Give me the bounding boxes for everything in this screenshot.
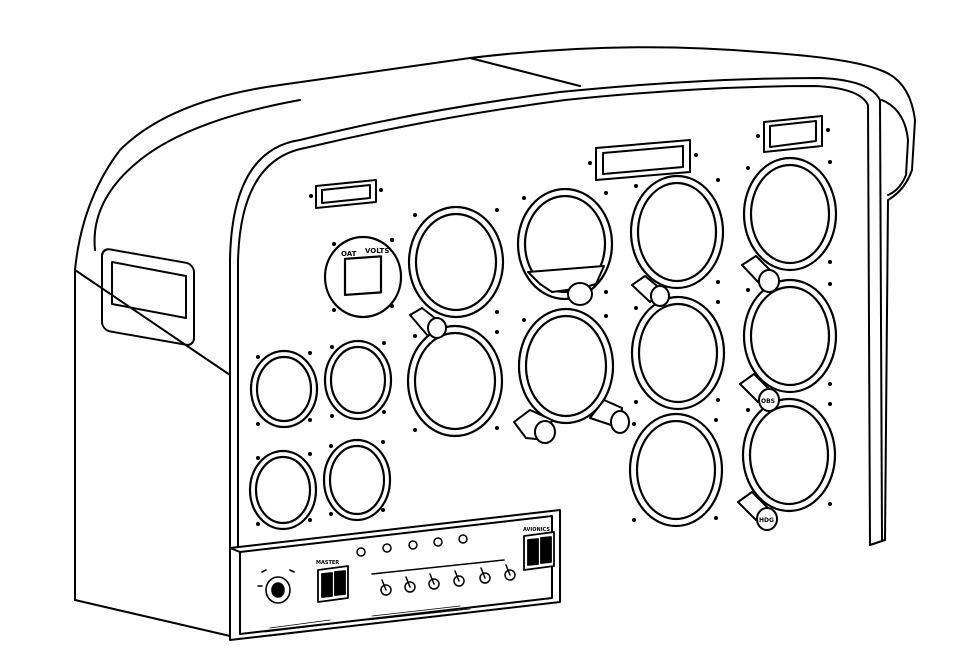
gauge-lower-mid — [628, 412, 724, 528]
gauge-right-top — [742, 156, 838, 272]
right-top-knob — [758, 269, 780, 293]
toggle-4 — [453, 570, 465, 587]
ignition-switch — [257, 569, 295, 604]
volts-label: VOLTS — [365, 247, 389, 255]
attitude-knob — [567, 282, 593, 306]
switch-panel — [229, 509, 561, 641]
knobs — [409, 255, 780, 531]
gauge-right-mid — [742, 278, 838, 394]
altimeter-knob — [650, 285, 670, 307]
hdg-label: HDG — [759, 517, 774, 524]
screws — [256, 128, 832, 526]
gauge-small-1 — [249, 349, 319, 429]
toggle-3 — [428, 573, 440, 590]
gauge-vsi — [630, 295, 726, 411]
gauge-right-low — [741, 397, 837, 513]
oat-label: OAT — [341, 250, 357, 258]
gauge-small-4 — [322, 438, 392, 522]
toggle-2 — [404, 576, 416, 593]
toggle-1 — [380, 579, 392, 596]
obs-knob — [758, 388, 780, 412]
legends: OAT VOLTS OBS HDG AVIONICS MASTER — [316, 247, 775, 566]
obs-label: OBS — [761, 398, 775, 405]
annunciator-windows — [315, 115, 823, 209]
master-switch — [317, 565, 349, 603]
avionics-label: AVIONICS — [523, 527, 550, 533]
side-vent — [101, 248, 195, 346]
gauge-oat-volts — [323, 235, 403, 319]
gauge-turn — [406, 324, 504, 438]
toggle-switches — [356, 534, 516, 596]
toggle-6 — [504, 564, 516, 581]
gauge-bezels — [248, 156, 838, 531]
master-label: MASTER — [316, 560, 339, 566]
gauge-small-3 — [248, 449, 318, 531]
gauge-airspeed — [407, 205, 505, 319]
gauge-small-2 — [323, 339, 393, 421]
heading-knob — [534, 420, 556, 444]
heading-right-knob — [610, 410, 630, 434]
avionics-switch — [523, 531, 555, 571]
toggle-5 — [479, 567, 491, 584]
hdg-knob — [756, 507, 778, 531]
airspeed-knob — [427, 317, 447, 339]
housing — [74, 46, 916, 637]
gauge-altimeter — [629, 174, 725, 290]
gauge-heading — [517, 307, 615, 425]
placard-lines — [264, 605, 471, 637]
